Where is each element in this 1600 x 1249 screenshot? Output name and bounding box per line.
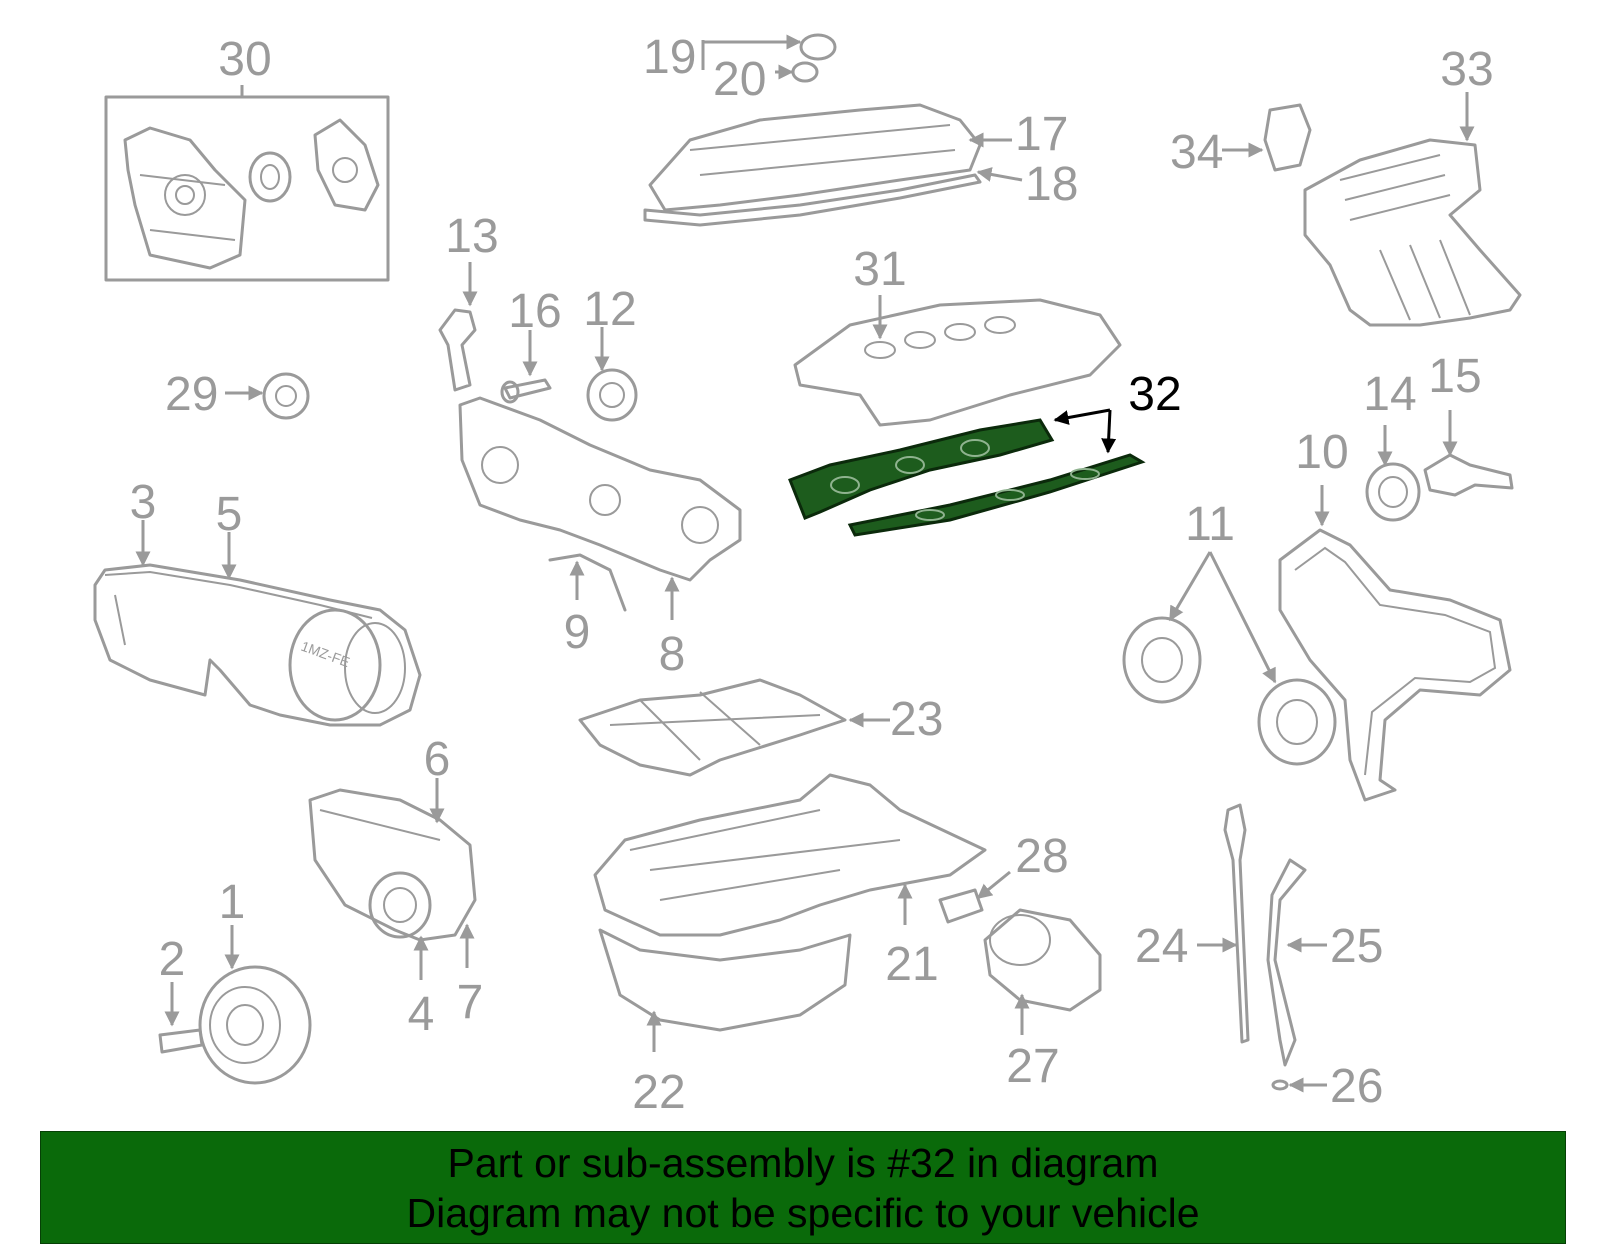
part-10-timing-belt[interactable]: [1278, 528, 1512, 802]
callout-24: 24: [1135, 920, 1188, 973]
callout-17: 17: [1015, 108, 1068, 161]
part-23-baffle-plate[interactable]: [578, 678, 847, 777]
callout-22: 22: [632, 1066, 685, 1119]
callout-8: 8: [659, 628, 686, 681]
part-26-o-ring[interactable]: [1271, 1079, 1289, 1091]
callout-18: 18: [1025, 158, 1078, 211]
part-14-pulley[interactable]: [1365, 462, 1421, 522]
callout-33: 33: [1440, 43, 1493, 96]
callout-1: 1: [219, 876, 246, 929]
part-25-dipstick-guide[interactable]: [1266, 858, 1307, 1067]
callout-11: 11: [1185, 498, 1235, 551]
callout-10: 10: [1295, 426, 1348, 479]
part-31-intake-manifold[interactable]: [793, 298, 1122, 427]
callout-12: 12: [583, 283, 636, 336]
callout-14: 14: [1363, 368, 1416, 421]
callout-29: 29: [165, 368, 218, 421]
part-33-intake-upper[interactable]: [1303, 138, 1522, 327]
callout-26: 26: [1330, 1060, 1383, 1113]
part-8-9-belt-plate[interactable]: [458, 396, 742, 612]
callout-34: 34: [1170, 126, 1223, 179]
callout-19: 19: [643, 31, 696, 84]
callout-28: 28: [1015, 830, 1068, 883]
part-4-6-7-oil-pump[interactable]: [308, 788, 477, 942]
part-21-22-oil-pan[interactable]: [593, 773, 987, 1032]
callout-9: 9: [564, 606, 591, 659]
callout-15: 15: [1428, 350, 1481, 403]
part-2-pulley-bolt[interactable]: [158, 1028, 204, 1054]
callout-4: 4: [408, 988, 435, 1041]
callout-27: 27: [1006, 1040, 1059, 1093]
part-15-tensioner-bracket[interactable]: [1423, 453, 1514, 497]
part-30-oil-pump-kit[interactable]: [104, 95, 390, 282]
part-12-idler-pulley[interactable]: [586, 368, 638, 422]
callout-labels: 1 2 3 4 5 6 7 8 9 10 11 12 13 14 15 16 1…: [130, 31, 1494, 1119]
part-29-sprocket[interactable]: [262, 372, 310, 420]
callout-6: 6: [424, 733, 451, 786]
banner-line-part-number: Part or sub-assembly is #32 in diagram: [447, 1139, 1159, 1186]
callout-20: 20: [713, 53, 766, 106]
part-16-bolt[interactable]: [500, 378, 552, 404]
part-13-tensioner[interactable]: [438, 308, 477, 392]
banner-line-disclaimer: Diagram may not be specific to your vehi…: [406, 1189, 1200, 1236]
svg-text:1MZ-FE: 1MZ-FE: [299, 638, 352, 670]
part-3-5-timing-belt-covers[interactable]: 1MZ-FE: [93, 563, 422, 727]
callout-5: 5: [216, 488, 243, 541]
callout-21: 21: [885, 938, 938, 991]
callout-32: 32: [1128, 368, 1181, 421]
callout-2: 2: [159, 933, 186, 986]
part-32-intake-gaskets[interactable]: [788, 418, 1146, 537]
callout-31: 31: [853, 243, 906, 296]
callout-7: 7: [457, 976, 484, 1029]
callout-13: 13: [445, 210, 498, 263]
part-24-dipstick[interactable]: [1223, 803, 1250, 1044]
part-34-gasket[interactable]: [1263, 103, 1312, 172]
callout-30: 30: [218, 33, 271, 86]
callout-23: 23: [890, 693, 943, 746]
part-17-18-valve-cover[interactable]: [643, 103, 982, 227]
part-27-oil-filter[interactable]: [983, 908, 1102, 1012]
part-28-union-bolt[interactable]: [938, 888, 984, 924]
callout-25: 25: [1330, 920, 1383, 973]
callout-3: 3: [130, 476, 157, 529]
callout-16: 16: [508, 285, 561, 338]
info-banner: Part or sub-assembly is #32 in diagram D…: [40, 1131, 1566, 1244]
part-1-crankshaft-pulley[interactable]: [198, 965, 312, 1085]
part-11-camshaft-pulleys[interactable]: [1122, 616, 1337, 766]
